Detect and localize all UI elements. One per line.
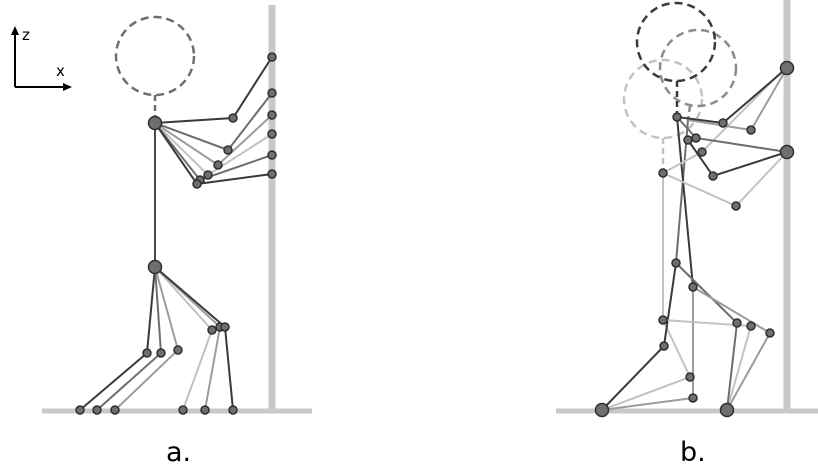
torsos-b xyxy=(662,116,694,320)
panel-b: b. xyxy=(556,0,818,468)
panel-label-a: a. xyxy=(166,437,191,468)
hip-joint-a xyxy=(147,259,163,275)
foot-contact-left-b xyxy=(594,402,610,418)
head-circle-a xyxy=(114,15,196,97)
head-circle-b-dark xyxy=(635,1,717,83)
joints-b xyxy=(594,60,795,418)
leg-poses-b xyxy=(601,262,772,411)
panel-a: a. xyxy=(42,5,312,468)
panel-label-b: b. xyxy=(680,437,706,468)
z-axis-label: z xyxy=(22,26,30,44)
leg-poses-a xyxy=(79,266,234,411)
foot-contact-right-b xyxy=(719,402,735,418)
x-arrow-icon xyxy=(63,83,72,91)
head-circle-b-light xyxy=(622,58,704,140)
hand-contact-upper-b xyxy=(779,60,795,76)
z-arrow-icon xyxy=(11,26,19,35)
axis-indicator: z x xyxy=(11,26,72,91)
hand-contact-lower-b xyxy=(779,144,795,160)
x-axis-label: x xyxy=(56,62,65,80)
joints-a xyxy=(75,52,277,415)
shoulder-joint-a xyxy=(147,115,163,131)
head-circle-b-mid xyxy=(658,28,738,108)
